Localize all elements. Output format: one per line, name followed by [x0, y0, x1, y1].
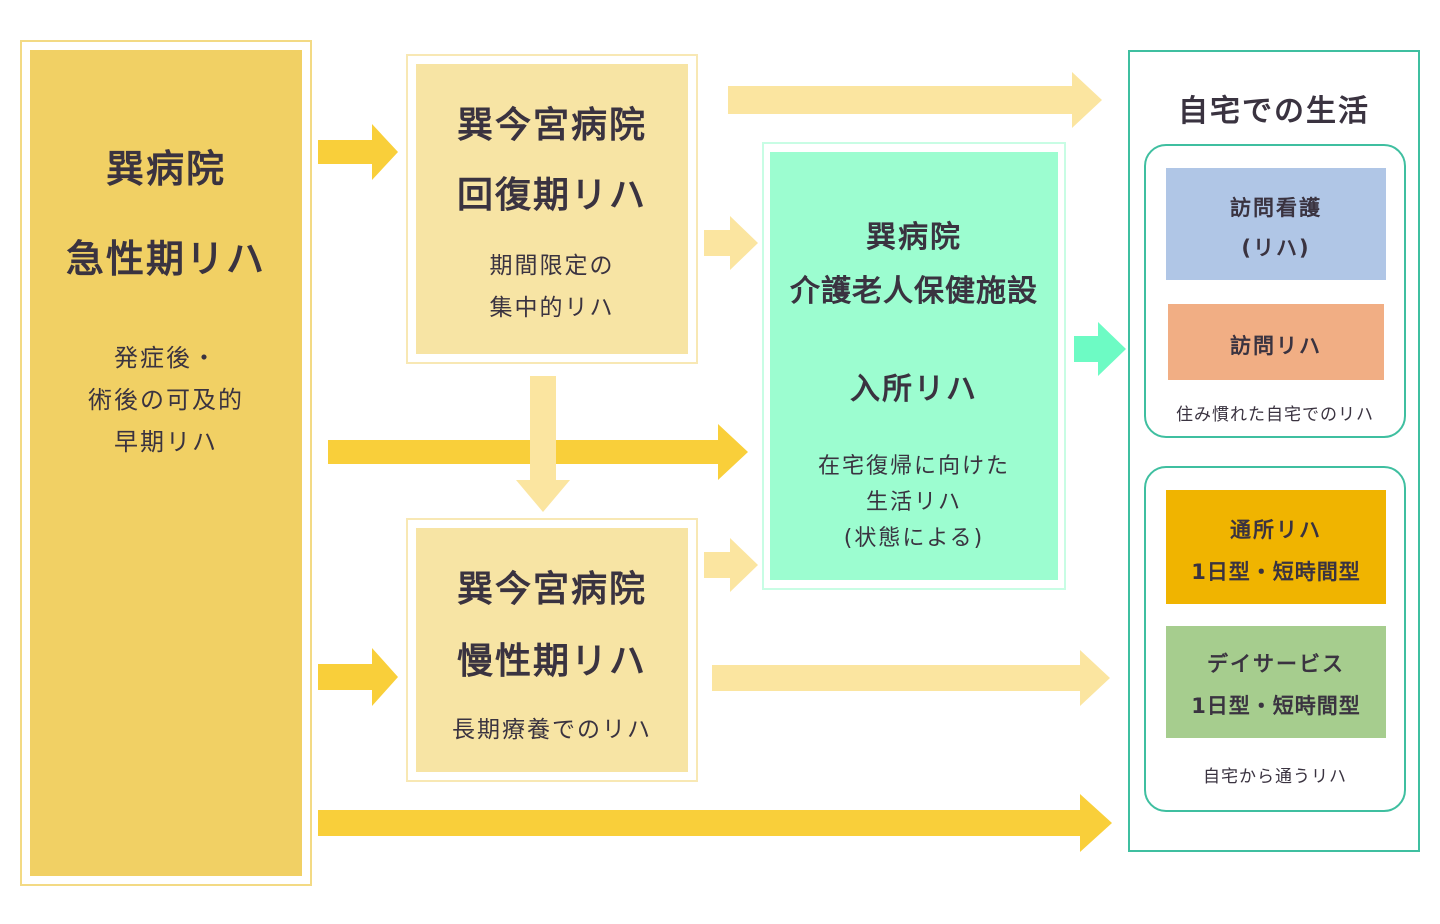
arrow-recovery-to-chronic: [516, 376, 570, 512]
chronic-box: 巽今宮病院 慢性期リハ 長期療養でのリハ: [416, 528, 688, 772]
visit-rehab-label: 訪問リハ: [1230, 334, 1322, 358]
care-desc-3: (状態による): [843, 526, 985, 551]
care-desc-1: 在宅復帰に向けた: [817, 454, 1010, 479]
care-desc-2: 生活リハ: [865, 490, 962, 515]
arrow-acute-to-chronic: [318, 648, 398, 706]
care-title-rehab: 入所リハ: [850, 372, 978, 407]
home-group-visit: 訪問看護 (リハ) 訪問リハ 住み慣れた自宅でのリハ: [1144, 144, 1406, 438]
acute-frame: [20, 40, 312, 886]
chronic-frame: [406, 518, 698, 782]
recovery-frame: [406, 54, 698, 364]
recovery-desc-2: 集中的リハ: [489, 295, 615, 321]
visit-rehab-box: 訪問リハ: [1168, 304, 1384, 380]
day-service-label-1: デイサービス: [1207, 652, 1345, 676]
day-service-box: デイサービス 1日型・短時間型: [1166, 626, 1386, 738]
home-frame: 自宅での生活 訪問看護 (リハ) 訪問リハ 住み慣れた自宅でのリハ 通所リハ 1…: [1128, 50, 1420, 852]
day-rehab-box: 通所リハ 1日型・短時間型: [1166, 490, 1386, 604]
day-rehab-label-1: 通所リハ: [1230, 518, 1322, 542]
acute-desc-1: 発症後・: [114, 344, 218, 372]
care-box: 巽病院 介護老人保健施設 入所リハ 在宅復帰に向けた 生活リハ (状態による): [770, 152, 1058, 580]
day-service-label-2: 1日型・短時間型: [1191, 694, 1361, 718]
chronic-desc-1: 長期療養でのリハ: [452, 717, 652, 743]
daycare-caption: 自宅から通うリハ: [1203, 767, 1347, 787]
acute-desc-2: 術後の可及的: [88, 386, 244, 414]
arrow-acute-to-recovery: [318, 124, 398, 180]
visit-nursing-label-1: 訪問看護: [1230, 196, 1322, 220]
recovery-desc-1: 期間限定の: [489, 253, 615, 279]
acute-title-hospital: 巽病院: [105, 147, 226, 191]
arrow-recovery-to-home: [728, 72, 1102, 128]
care-frame: [762, 142, 1066, 590]
acute-title-rehab: 急性期リハ: [65, 237, 266, 281]
visit-caption: 住み慣れた自宅でのリハ: [1176, 405, 1374, 425]
arrow-chronic-to-home: [712, 650, 1110, 706]
acute-box: 巽病院 急性期リハ 発症後・ 術後の可及的 早期リハ: [30, 50, 302, 876]
visit-nursing-label-2: (リハ): [1241, 236, 1311, 260]
chronic-title-hospital: 巽今宮病院: [456, 569, 647, 610]
recovery-box: 巽今宮病院 回復期リハ 期間限定の 集中的リハ: [416, 64, 688, 354]
recovery-title-rehab: 回復期リハ: [456, 175, 647, 216]
visit-nursing-box: 訪問看護 (リハ): [1166, 168, 1386, 280]
recovery-title-hospital: 巽今宮病院: [456, 105, 647, 146]
acute-desc-3: 早期リハ: [114, 428, 218, 456]
home-title: 自宅での生活: [1178, 94, 1370, 129]
arrow-chronic-to-care: [704, 538, 758, 592]
home-group-daycare: 通所リハ 1日型・短時間型 デイサービス 1日型・短時間型 自宅から通うリハ: [1144, 466, 1406, 812]
day-rehab-label-2: 1日型・短時間型: [1191, 560, 1361, 584]
arrow-care-to-home: [1074, 322, 1126, 376]
care-title-facility: 介護老人保健施設: [790, 274, 1038, 309]
arrow-recovery-to-care: [704, 216, 758, 270]
care-title-hospital: 巽病院: [866, 220, 962, 255]
chronic-title-rehab: 慢性期リハ: [456, 641, 647, 682]
arrow-acute-to-home: [318, 794, 1112, 852]
